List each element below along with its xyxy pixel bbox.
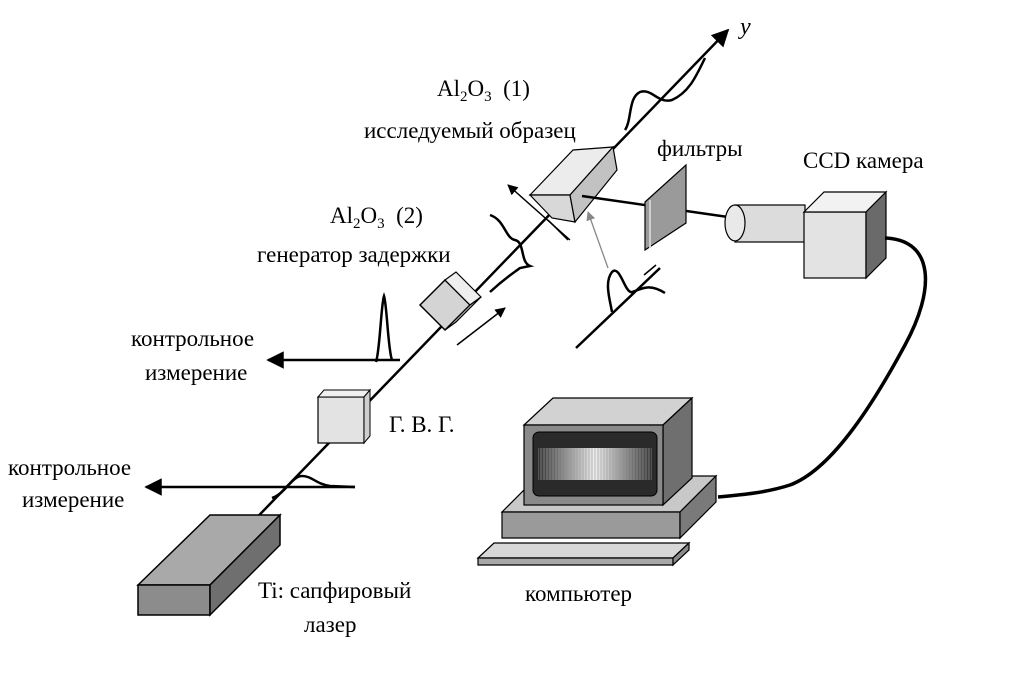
sample-formula-label: Al2O3 (1)	[437, 76, 530, 105]
delay-formula-label: Al2O3 (2)	[330, 203, 423, 232]
camera-cable	[717, 236, 928, 499]
pulse-lower	[606, 269, 666, 313]
gray-pointer-arrow	[586, 211, 609, 269]
pulse-double	[489, 213, 535, 293]
control-measurement-top-line2: измерение	[145, 360, 248, 385]
control-measurement-bottom-line2: измерение	[22, 487, 125, 512]
pulse-sharp	[374, 292, 394, 363]
laser-box	[136, 513, 282, 617]
control-measurement-top-line1: контрольное	[131, 326, 255, 351]
axis-y-label: y	[740, 14, 751, 40]
polarization-arrow-delay	[456, 307, 506, 346]
delay-generator-crystal	[418, 271, 482, 332]
beam-tick	[547, 219, 569, 241]
sample-caption: исследуемый образец	[364, 118, 576, 143]
laser-label-line2: лазер	[304, 612, 357, 637]
beam-tick	[643, 264, 657, 276]
filters-plate	[644, 163, 687, 252]
shg-label: Г. В. Г.	[389, 412, 455, 437]
probe-beam-lower	[575, 267, 661, 349]
laser-label-line1: Ti: сапфировый	[258, 578, 412, 603]
computer	[476, 396, 718, 567]
control-measurement-bottom-line1: контрольное	[8, 455, 132, 480]
beam-axis-line	[239, 28, 730, 536]
filters-label: фильтры	[657, 136, 743, 161]
ccd-camera	[724, 190, 888, 280]
delay-caption: генератор задержки	[257, 242, 451, 267]
computer-label: компьютер	[525, 581, 633, 606]
pulse-bottom	[271, 474, 356, 500]
shg-crystal	[316, 388, 372, 445]
sample-crystal	[528, 145, 618, 224]
ccd-camera-label: CCD камера	[803, 148, 924, 173]
pulse-upper	[623, 57, 707, 131]
